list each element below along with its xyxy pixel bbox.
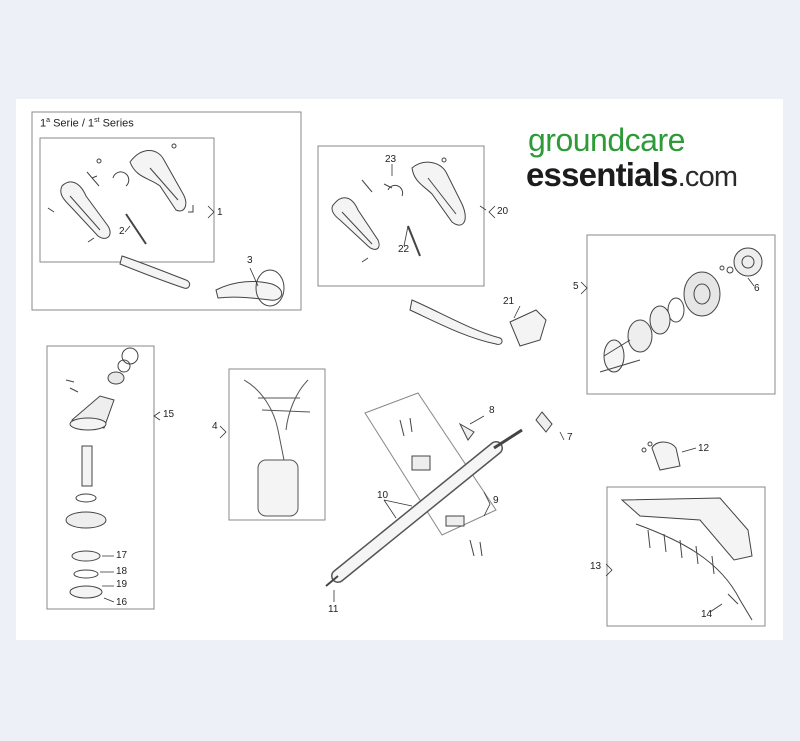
callout-17: 17 — [116, 550, 128, 561]
logo-groundcare: groundcare — [528, 122, 685, 158]
callout-2: 2 — [119, 226, 125, 237]
callout-22: 22 — [398, 244, 410, 255]
callout-18: 18 — [116, 566, 128, 577]
callout-11: 11 — [328, 604, 339, 615]
logo-essentials-word: essentials — [526, 156, 678, 193]
callout-8: 8 — [489, 405, 495, 416]
callout-9: 9 — [493, 495, 499, 506]
callout-13: 13 — [590, 561, 602, 572]
part-gearhead — [65, 347, 139, 599]
callout-7: 7 — [567, 432, 573, 443]
callout-16: 16 — [116, 597, 128, 608]
box-guard — [606, 486, 766, 627]
part-handle-current — [331, 157, 547, 347]
part-harness — [243, 379, 311, 517]
box-handle-set-2 — [317, 145, 485, 287]
box-shaft-hardware — [364, 392, 497, 536]
part-drive-shaft — [325, 411, 553, 587]
series-sup-a: a — [46, 117, 51, 124]
callout-4: 4 — [212, 421, 218, 432]
callout-21: 21 — [503, 296, 515, 307]
box-harness — [228, 368, 326, 521]
callout-19: 19 — [116, 579, 128, 590]
leader-lines — [100, 164, 755, 613]
callout-12: 12 — [698, 443, 710, 454]
part-handle-1st-series — [47, 143, 285, 307]
callout-15: 15 — [163, 409, 175, 420]
part-clamp-12 — [641, 441, 681, 471]
callout-20: 20 — [497, 206, 509, 217]
part-guard — [620, 497, 753, 621]
callout-5: 5 — [573, 281, 579, 292]
series-sup-b: st — [94, 117, 100, 124]
part-trimmer-head — [599, 247, 763, 373]
series-sep: Serie / 1 — [50, 117, 95, 130]
callout-14: 14 — [701, 609, 713, 620]
callout-10: 10 — [377, 490, 389, 501]
callout-3: 3 — [247, 255, 253, 266]
series-label: 1a Serie / 1st Series — [40, 117, 134, 130]
box-trimmer-head — [586, 234, 776, 395]
box-first-series — [31, 111, 302, 311]
callout-23: 23 — [385, 154, 397, 165]
callout-6: 6 — [754, 283, 760, 294]
series-number-a: 1 — [40, 117, 47, 130]
box-gearhead — [46, 345, 155, 610]
logo-essentials: essentials.com — [526, 156, 738, 193]
diagram-sheet — [16, 99, 783, 640]
callout-1: 1 — [217, 207, 223, 218]
logo-suffix: .com — [677, 161, 738, 193]
series-number-b: Series — [99, 117, 134, 130]
